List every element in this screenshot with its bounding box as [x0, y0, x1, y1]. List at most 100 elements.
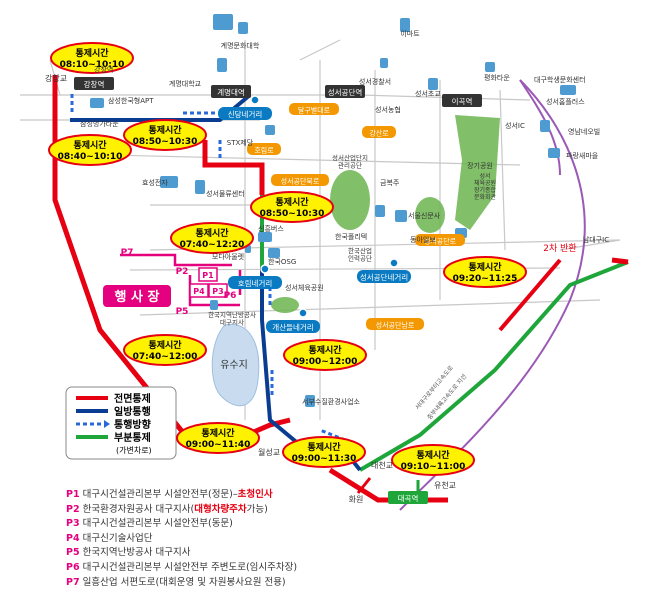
- parking-note-text: 일흥산업 서편도로(대회운영 및 자원봉사요원 전용): [82, 576, 286, 588]
- parking-note-highlight: 대형차량주차: [194, 503, 247, 515]
- parking-code: P6: [224, 291, 237, 301]
- parking-code: P4: [193, 287, 205, 296]
- parking-note-text: 대구시건설관리본부 시설안전부 주변도로(임시주차장): [82, 561, 298, 573]
- parking-code: P5: [176, 307, 189, 317]
- control-time-value: 07:40~12:00: [133, 352, 198, 362]
- place-label-seongseo-police: 성서경찰서: [359, 77, 391, 86]
- place-label-stx: STX제당: [227, 138, 254, 147]
- place-label-sungsan-logistics: 성서물류센터: [206, 189, 245, 198]
- station-label: 강창역: [84, 79, 105, 89]
- legend-full: 전면통제: [114, 392, 151, 405]
- legend-partial: 부분통제: [114, 431, 151, 444]
- yusuji-water: [211, 323, 260, 407]
- junction-label: 신당네거리: [228, 109, 263, 119]
- road-label-gangsan_ro: 강산로: [362, 126, 396, 138]
- junction-seongseo_cross: 성서공단네거리: [357, 258, 411, 283]
- road-label: 성서공단로: [424, 237, 457, 246]
- legend-oneway: 일방통행: [114, 405, 151, 418]
- station-label: 이곡역: [452, 96, 473, 106]
- place-label-gangchang-station: 강창역: [94, 65, 113, 74]
- place-label-donga: 동아일보: [410, 235, 436, 244]
- parking-marker-p7: P7: [121, 248, 134, 258]
- parking-note-p5: P5 한국지역난방공사 대구지사: [66, 546, 297, 561]
- hwawon-arrow: [356, 477, 372, 494]
- parking-note-text: 대구신기술사업단: [82, 532, 153, 544]
- place-label-keumho: 금복주: [380, 179, 400, 187]
- road-label: 성서공단남로: [376, 321, 415, 330]
- road-label: 호림로: [254, 147, 274, 155]
- parking-note-text: 한국지역난방공사 대구지사: [82, 547, 191, 559]
- parking-note-p4: P4 대구신기술사업단: [66, 532, 297, 547]
- place-label-seongseo-sports: 성서체육공원: [285, 283, 324, 292]
- place-label-yusuji: 유수지: [220, 359, 248, 371]
- control-time-label: 통제시간: [148, 339, 182, 351]
- parking-note-text: 대구시건설관리본부 시설안전부(정문)–: [82, 489, 238, 500]
- parking-note-tail: 가능): [246, 503, 268, 515]
- event-site: 행 사 장: [103, 285, 171, 307]
- junction-label: 개산들네거리: [272, 322, 313, 332]
- parking-note-code: P3: [66, 518, 80, 530]
- station-label: 성서공단역: [328, 87, 363, 97]
- full-control-route-4: [611, 257, 629, 265]
- control-time-value: 09:00~11:30: [292, 454, 357, 464]
- junction-label: 성서공단네거리: [360, 272, 408, 282]
- station-igok: 이곡역: [442, 94, 482, 107]
- control-time-value: 08:10~10:10: [60, 60, 125, 70]
- parking-note-code: P1: [66, 489, 80, 500]
- road-label-dalgubeol: 달구벌대로: [289, 103, 339, 115]
- full-control-route-2: [202, 140, 265, 195]
- place-label-sungsam-plus: 성서홈플러스: [546, 97, 585, 106]
- parking-note-code: P4: [66, 532, 80, 544]
- parking-code: P3: [212, 287, 223, 296]
- place-label-jangi-park: 장기공원: [467, 161, 493, 170]
- park-blob-2: [415, 197, 445, 233]
- control-time-label: 통제시간: [416, 449, 450, 461]
- place-label-daecheon: 대천교: [371, 460, 393, 470]
- control-time-label: 통제시간: [468, 261, 502, 273]
- parking-note-p7: P7 일흥산업 서편도로(대회운영 및 자원봉사요원 전용): [66, 576, 297, 591]
- direction-arrows: [70, 92, 346, 442]
- partial-control-line-2: [358, 260, 629, 472]
- control-time-label: 통제시간: [195, 227, 229, 239]
- place-label-seongseo-elem: 성서초교: [415, 89, 441, 98]
- legend-variable: (가변차로): [116, 445, 152, 455]
- station-gyemyung: 계명대역: [211, 85, 251, 98]
- buildings: [90, 14, 576, 407]
- place-label-hyosung: 효성전자: [142, 178, 168, 187]
- event-site-label: 행 사 장: [115, 289, 160, 305]
- place-label-parang: 파랑새마을: [566, 151, 599, 160]
- place-label-gyemyung-uni2: 계명대학교: [169, 79, 202, 88]
- control-time-label: 통제시간: [73, 139, 107, 151]
- junction-sindang: 신당네거리: [218, 95, 272, 120]
- parking-note-highlight: 초청인사: [237, 489, 273, 500]
- control-time-value: 08:50~10:30: [133, 137, 198, 147]
- control-time-value: 07:40~12:20: [180, 240, 245, 250]
- control-time-value: 08:40~10:10: [58, 152, 123, 162]
- place-label-hanguk-pullimter: 한국폴리텍: [335, 232, 367, 241]
- parking-note-p2: P2 한국환경자원공사 대구지사(대형차량주차가능): [66, 503, 297, 518]
- place-label-yuchun: 유천교: [434, 480, 456, 490]
- control-time-value: 09:00~11:40: [186, 440, 251, 450]
- parking-marker-p4: P4: [189, 283, 209, 298]
- parking-note-p1: P1 대구시건설관리본부 시설안전부(정문)–초청인사: [66, 488, 297, 503]
- road-label-seongseo_south: 성서공단남로: [366, 318, 424, 330]
- road-label-hoyrim_ro: 호림로: [247, 143, 281, 155]
- parking-note-code: P7: [66, 576, 80, 588]
- road-label: 성서공단북로: [281, 177, 320, 186]
- control-time-label: 통제시간: [148, 124, 182, 136]
- place-label-pyeonghwa: 평화타운: [484, 73, 510, 82]
- parking-code: P2: [176, 267, 189, 277]
- parking-note-p6: P6 대구시건설관리본부 시설안전부 주변도로(임시주차장): [66, 561, 297, 576]
- road-label-seongseo_north: 성서공단북로: [271, 174, 329, 186]
- place-label-sungsan-town: 삼성명가타운: [80, 119, 119, 128]
- return-segment: [498, 258, 562, 332]
